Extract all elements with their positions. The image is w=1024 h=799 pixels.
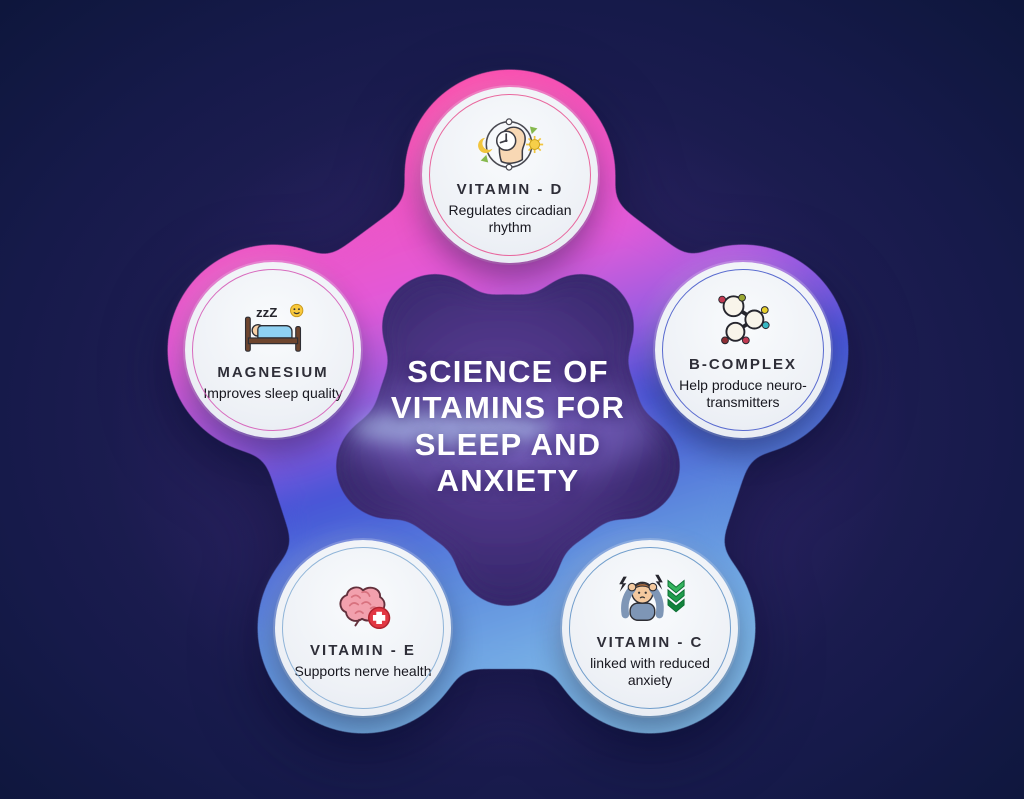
center-glow-inner xyxy=(352,410,552,446)
node-b-complex: B-COMPLEX Help produce neuro-transmitter… xyxy=(655,262,831,438)
node-title: VITAMIN - D xyxy=(456,180,564,198)
node-subtitle: Help produce neuro-transmitters xyxy=(679,376,807,410)
node-title: VITAMIN - C xyxy=(596,633,704,651)
node-magnesium: zzZ MAGNESIUM Improves sleep quality xyxy=(185,262,361,438)
sleeping-in-bed-icon: zzZ xyxy=(237,299,309,357)
zzz-text: zzZ xyxy=(256,305,277,320)
circadian-rhythm-head-clock-icon xyxy=(474,116,546,174)
anxious-person-reduced-anxiety-icon xyxy=(614,569,686,627)
node-subtitle: Regulates circadian rhythm xyxy=(448,201,572,235)
molecule-icon xyxy=(707,291,779,349)
brain-with-medical-cross-icon xyxy=(327,577,399,635)
node-vitamin-e: VITAMIN - E Supports nerve health xyxy=(275,540,451,716)
node-title: VITAMIN - E xyxy=(310,642,416,660)
node-subtitle: Supports nerve health xyxy=(294,663,432,680)
node-subtitle: linked with reduced anxiety xyxy=(590,654,710,688)
title-line-3: SLEEP AND xyxy=(414,426,602,462)
node-title: B-COMPLEX xyxy=(689,355,797,373)
center-dark-blob xyxy=(335,273,681,607)
node-vitamin-d: VITAMIN - D Regulates circadian rhythm xyxy=(422,87,598,263)
node-vitamin-c: VITAMIN - C linked with reduced anxiety xyxy=(562,540,738,716)
title-line-4: ANXIETY xyxy=(436,462,580,498)
title-line-1: SCIENCE OF xyxy=(407,354,609,389)
node-title: MAGNESIUM xyxy=(217,364,329,382)
node-subtitle: Improves sleep quality xyxy=(203,385,343,402)
center-title: SCIENCE OF VITAMINS FOR SLEEP AND ANXIET… xyxy=(348,354,668,499)
title-line-2: VITAMINS FOR xyxy=(390,390,626,426)
